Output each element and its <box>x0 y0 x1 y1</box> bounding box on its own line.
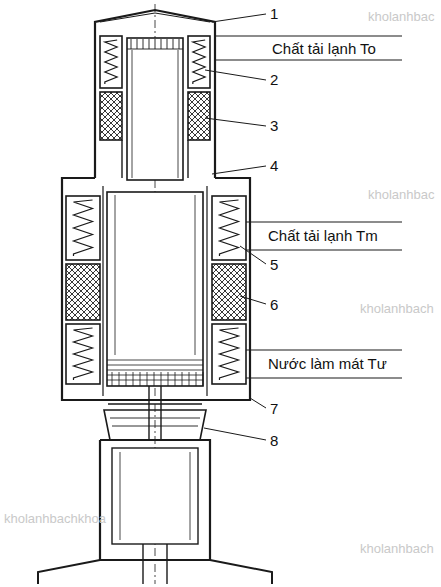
coil-box <box>100 36 122 88</box>
insulation-hatch <box>212 264 246 320</box>
fluid-pipe <box>215 36 402 60</box>
leader-line <box>240 246 266 264</box>
coil-winding <box>219 328 238 380</box>
middle-cylinder-wall <box>103 186 207 396</box>
insulation-hatch <box>100 92 122 140</box>
crosshead <box>104 404 206 440</box>
leader-line <box>212 166 266 174</box>
watermark: kholanhbac <box>368 186 435 203</box>
callout-number: 8 <box>270 432 278 449</box>
callout-number: 3 <box>270 117 278 134</box>
leader-line <box>204 428 266 440</box>
crank-body <box>100 440 210 560</box>
coil-box <box>188 36 210 88</box>
coil-winding <box>73 200 92 256</box>
piston-shading <box>132 50 178 178</box>
leader-line <box>205 70 266 80</box>
drive-shaft <box>143 544 167 584</box>
fluid-label: Nước làm mát Tư <box>268 355 387 372</box>
insulation-hatch <box>66 264 100 320</box>
top-piston <box>127 38 183 180</box>
lower-piston <box>112 448 198 544</box>
base-flange <box>38 560 272 584</box>
watermark: kholanhbachkhoa <box>4 510 106 527</box>
crosshead-lines <box>110 418 200 426</box>
middle-housing <box>62 178 250 400</box>
piston-rings <box>107 360 203 386</box>
piston-rod <box>149 386 161 440</box>
piston-shading <box>120 452 190 540</box>
insulation-hatch <box>188 92 210 140</box>
coil-winding <box>105 40 117 84</box>
fluid-label: Chất tải lạnh To <box>272 40 376 57</box>
coil-box <box>212 324 246 384</box>
fluid-label: Chất tải lạnh Tm <box>268 227 378 244</box>
fluid-pipe <box>246 222 402 250</box>
callout-number: 4 <box>270 157 278 174</box>
coil-box <box>66 324 100 384</box>
fluid-pipe <box>246 350 402 378</box>
watermark: kholanhbach <box>360 300 434 317</box>
middle-piston <box>107 192 203 386</box>
callout-number: 1 <box>270 5 278 22</box>
watermark: kholanhbac <box>368 8 435 25</box>
leader-line <box>205 118 266 126</box>
coil-winding <box>73 328 92 380</box>
piston-head-ribs <box>127 39 183 49</box>
callout-number: 6 <box>270 296 278 313</box>
leader-line <box>250 398 266 408</box>
leader-line <box>240 296 266 304</box>
piston-shading <box>115 195 195 355</box>
watermark: kholanhbach <box>360 540 434 557</box>
coil-box <box>66 196 100 260</box>
callout-number: 5 <box>270 256 278 273</box>
coil-winding <box>219 200 238 256</box>
leader-line <box>212 14 266 22</box>
coil-box <box>212 196 246 260</box>
top-roof-inner <box>100 13 210 22</box>
callout-number: 2 <box>270 71 278 88</box>
coil-winding <box>193 40 205 84</box>
callout-number: 7 <box>270 400 278 417</box>
